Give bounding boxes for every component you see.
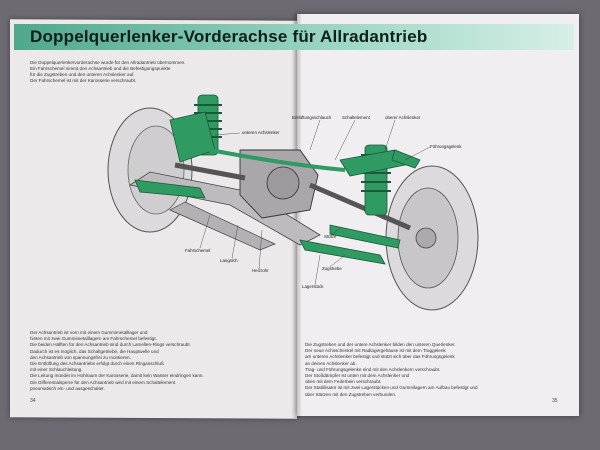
text-line: oben mit dem Federbein verschraubt. <box>305 379 382 385</box>
intro-line: Ein Fahrschemel nimmt den Achsantrieb un… <box>30 66 171 71</box>
text-line: Der Achsantrieb ist vorn mit einem Gummi… <box>30 330 148 335</box>
text-line: hinten mit zwei Gummimetalllagern am Fah… <box>30 336 157 342</box>
text-line: Die Differentialsperre für den Achsantri… <box>30 379 176 385</box>
text-line: pneumatisch ein- und ausgeschaltet. <box>30 385 105 391</box>
text-line: Der Stoßdämpfer ist unten mit dem Achsle… <box>305 373 410 379</box>
right-body-text: Die Zugstreben und der untere Achslenker… <box>305 342 545 398</box>
text-line: Die Leitung mündet im Hohlraum der Karos… <box>30 373 204 379</box>
book-gutter <box>292 14 302 418</box>
text-line: den Achsantrieb von spannungsfrei zu mon… <box>30 354 131 360</box>
text-line: über Stützen mit den Zugstreben verbunde… <box>305 391 397 397</box>
label-fuehrungsgelenk: Führungsgelenk <box>430 144 462 149</box>
text-line: Der Stabilisator ist mit zwei Lagerstück… <box>305 385 478 391</box>
text-line: mit einer Schlauchleitung. <box>30 367 83 373</box>
label-schaltelement: Schaltelement <box>342 115 370 120</box>
intro-line: Die Doppelquerlenkervorderachse wurde fü… <box>30 60 186 65</box>
page-number-left: 34 <box>30 398 36 404</box>
label-stuetze: Stütze <box>324 234 337 239</box>
label-fahrschemel: Fahrschemel <box>185 248 211 253</box>
text-line: Trag- und Führungsgelenke sind mit den A… <box>305 366 441 372</box>
page-number-right: 35 <box>552 398 558 404</box>
page-title: Doppelquerlenker-Vorderachse für Allrada… <box>30 27 428 46</box>
text-line: Dadurch ist es möglich, das Schaltgetrie… <box>30 348 159 354</box>
label-zugstrebe: Zugstrebe <box>322 266 342 271</box>
text-line: Die Zugstreben und der untere Achslenker… <box>305 342 456 347</box>
intro-line: Der Fahrschemel ist mit der Karosserie v… <box>30 78 137 83</box>
label-langslich: Langslch <box>220 258 238 263</box>
left-body-text: Der Achsantrieb ist vorn mit einem Gummi… <box>30 330 270 392</box>
label-unterer-achslenker: unteren Achslenker <box>242 130 280 135</box>
label-heizrohr: Heizrohr <box>252 268 269 273</box>
label-entlueftungsschlauch: Entlüftungsschlauch <box>292 115 332 120</box>
intro-text: Die Doppelquerlenkervorderachse wurde fü… <box>30 60 230 84</box>
text-line: am unteren Achslenker befestigt und stüt… <box>305 354 455 360</box>
text-line: an deinen Achslenker ab. <box>305 360 357 366</box>
label-lagerstueck: Lagerstück <box>302 284 324 289</box>
label-oberer-achslenker: oberer Achslenker <box>385 115 421 120</box>
intro-line: für die Zugstreben und den unteren Achsl… <box>30 72 135 77</box>
text-line: Die beiden Hälften für den Achsantrieb s… <box>30 342 191 348</box>
text-line: Die Entlüftung des Achsantriebs erfolgt … <box>30 361 164 367</box>
title-band <box>14 24 574 50</box>
text-line: Der neue Achsschenkel mit Radlagergehäus… <box>305 348 446 354</box>
highlighted-suspension <box>134 94 421 265</box>
